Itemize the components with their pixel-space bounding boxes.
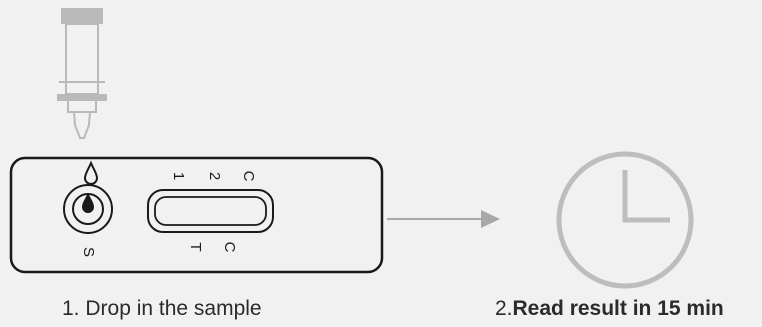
- cassette-outline: [9, 156, 384, 274]
- dropper-body: [65, 23, 99, 95]
- window-mark-1: 1: [170, 172, 187, 180]
- clock-face: [556, 151, 694, 289]
- sample-well: [63, 184, 113, 234]
- result-window: [147, 189, 274, 233]
- test-cassette: S 1 2 C T C: [9, 156, 384, 274]
- step-2-caption: 2.Read result in 15 min: [495, 298, 724, 319]
- step-2-number: 2.: [495, 297, 513, 320]
- dropper-icon: [57, 8, 107, 139]
- dropper-cap: [61, 8, 103, 24]
- dropper-tip: [73, 111, 91, 139]
- window-mark-c-bottom: C: [221, 242, 238, 253]
- sample-well-label: S: [80, 247, 97, 257]
- sample-well-drop-icon: [82, 193, 94, 213]
- sample-well-outer: [63, 184, 113, 234]
- arrow-head: [481, 210, 500, 228]
- step-1-number: 1.: [62, 297, 80, 320]
- result-window-outer: [147, 189, 274, 233]
- clock-icon: [556, 151, 694, 289]
- step-1-text: Drop in the sample: [85, 297, 262, 320]
- window-mark-c-top: C: [240, 171, 257, 182]
- window-mark-2: 2: [206, 172, 223, 180]
- arrow-right-icon: [387, 210, 500, 228]
- dropper-neck: [67, 101, 97, 113]
- droplet-icon: [83, 160, 99, 185]
- step-2-text: Read result in 15 min: [512, 297, 724, 320]
- step-1-caption: 1. Drop in the sample: [62, 298, 262, 319]
- dropper-collar: [57, 94, 107, 101]
- result-window-inner: [154, 196, 267, 226]
- window-mark-t: T: [187, 242, 204, 251]
